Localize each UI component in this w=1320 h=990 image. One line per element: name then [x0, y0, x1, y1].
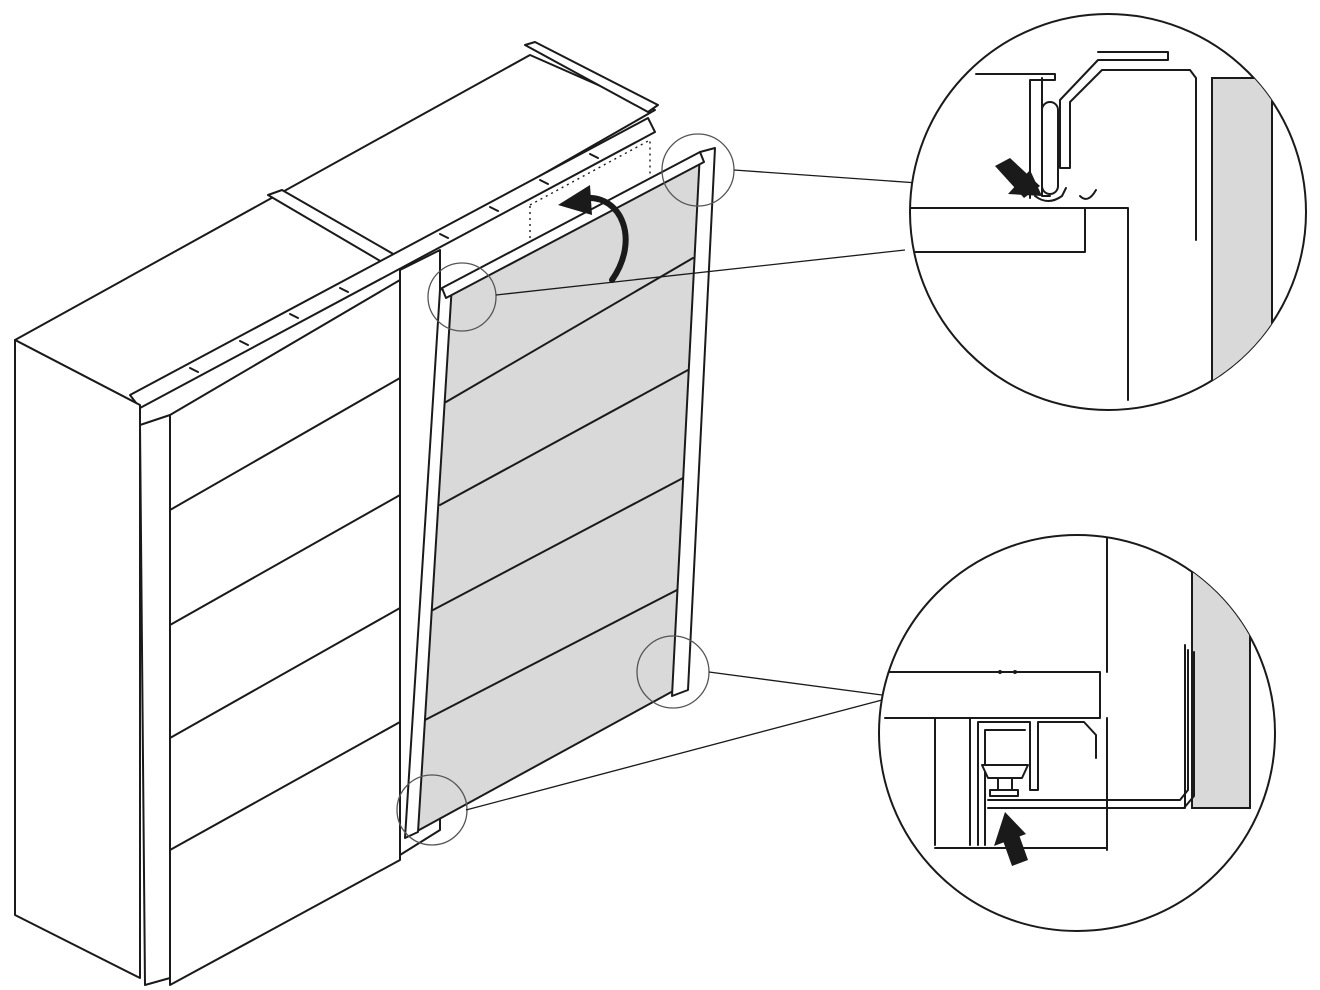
track-holes — [189, 153, 599, 373]
bottom-detail-door-panel — [1191, 571, 1251, 809]
sliding-door — [404, 147, 716, 839]
door-right-profile — [671, 147, 716, 697]
callout-ring-top-left — [427, 262, 497, 332]
front-door-edge — [139, 414, 171, 986]
sliding-door-dividers — [424, 257, 694, 721]
top-detail-shelf — [910, 207, 1086, 253]
top-detail-door-panel — [1211, 77, 1273, 410]
top-detail-roller — [1041, 101, 1059, 195]
bottom-detail-guide — [981, 764, 1029, 797]
curved-arrow-icon — [558, 185, 629, 283]
leader-lines — [465, 169, 919, 811]
door-top-edge — [441, 151, 705, 299]
wardrobe-carcass — [14, 41, 659, 986]
bottom-detail-view — [878, 534, 1276, 932]
wardrobe-side-panel — [14, 339, 141, 979]
bottom-detail-track — [977, 721, 1097, 846]
top-detail-view — [909, 13, 1307, 411]
front-door-dividers — [169, 377, 401, 851]
bottom-detail-shelf — [884, 671, 1101, 719]
top-back-rail — [524, 41, 659, 113]
bottom-detail-door-profile — [987, 649, 1189, 801]
top-detail-hanger — [1059, 51, 1197, 241]
push-arrow-icon — [995, 158, 1042, 198]
installed-front-door — [169, 279, 401, 986]
top-detail-track — [975, 73, 1056, 199]
